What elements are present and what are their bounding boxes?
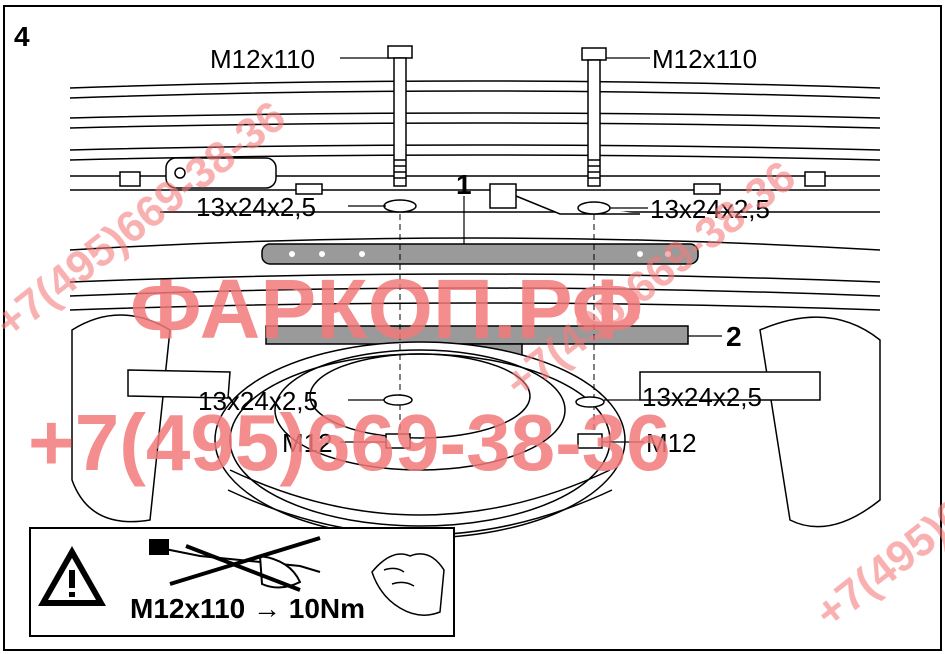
label-nut-right: M12 [646, 428, 697, 458]
bolt-left [387, 45, 413, 187]
label-nut-left: M12 [282, 428, 333, 458]
label-bolt-right: M12x110 [652, 44, 757, 74]
hand-tighten-icon [371, 553, 445, 616]
label-washer-top-left: 13x24x2,5 [196, 192, 316, 222]
bolt-right [581, 47, 607, 187]
label-washer-top-right: 13x24x2,5 [650, 194, 770, 224]
label-bolt-left: M12x110 [210, 44, 315, 74]
step-number: 4 [14, 21, 30, 52]
side-panels [71, 314, 881, 528]
vehicle-body-lines [69, 80, 881, 311]
warning-box: M12x110 → 10Nm [29, 527, 455, 637]
diagram-border [3, 5, 942, 651]
torque-spec: M12x110 → 10Nm [130, 593, 365, 624]
impact-wrench-crossed-icon [149, 536, 321, 592]
label-part-2: 2 [726, 321, 742, 352]
warning-triangle-icon [38, 546, 106, 606]
nuts [385, 433, 603, 449]
bolt-axes [399, 214, 595, 440]
body-brackets [119, 157, 826, 215]
watermark-brand: ФАРКОП.РФ [130, 262, 643, 356]
watermark-phone: +7(495)669-38-36 [28, 398, 671, 487]
label-washer-bottom-left: 13x24x2,5 [198, 386, 318, 416]
label-part-1: 1 [456, 169, 472, 200]
spare-wheel [214, 341, 626, 539]
washers [383, 199, 611, 408]
leader-lines [340, 57, 722, 443]
label-washer-bottom-right: 13x24x2,5 [642, 382, 762, 412]
part-1-mounting-plate [261, 243, 699, 265]
